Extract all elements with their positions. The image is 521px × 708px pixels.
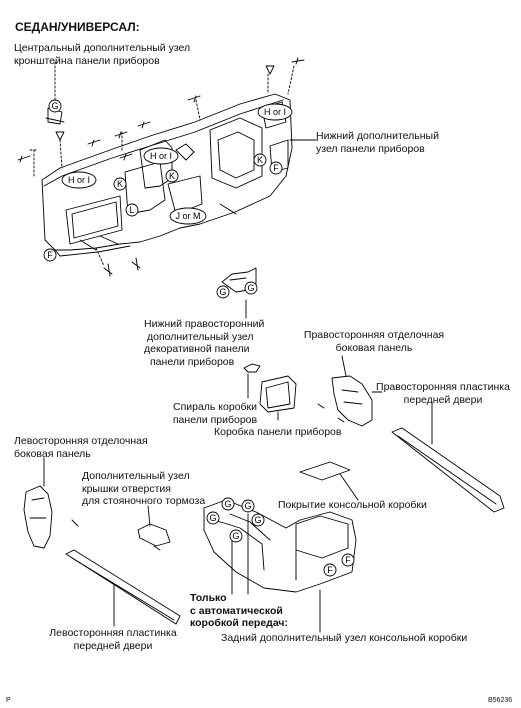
callout-j-or-m: J or M [169,207,207,225]
svg-text:J or M: J or M [175,211,200,221]
label-glovebox: Коробка панели приборов [214,426,342,438]
svg-text:G: G [224,499,231,509]
svg-text:G: G [244,501,251,511]
svg-text:F: F [327,565,333,575]
svg-text:G: G [232,531,239,541]
callout-g-console-4: G [251,513,265,527]
callout-g-decor-1: G [216,285,230,299]
callout-k-3: K [253,153,267,167]
svg-text:G: G [247,283,254,293]
svg-text:G: G [51,101,58,111]
svg-text:H or I: H or I [150,151,172,161]
callout-k-1: K [113,177,127,191]
svg-text:K: K [117,179,123,189]
callout-marks: H or I H or I H or I J or M G K K [43,99,355,577]
callout-h-or-i-left: H or I [61,171,97,189]
callout-f-left: F [43,248,57,262]
label-lh-side-trim: Левосторонняя отделочная боковая панель [14,435,148,460]
callout-k-2: K [165,169,179,183]
callout-f-console-1: F [341,553,355,567]
svg-text:K: K [169,171,175,181]
label-rear-console: Задний дополнительный узел консольной ко… [221,632,468,644]
label-auto-trans-only: Только с автоматической коробкой передач… [190,592,289,629]
dash-fasteners [17,57,305,277]
svg-text:H or I: H or I [68,175,90,185]
callout-l: L [125,203,139,217]
parking-brake-cover-drawing [137,523,171,551]
callout-g-decor-2: G [244,281,258,295]
callout-h-or-i-mid: H or I [143,147,179,165]
callout-f-console-2: F [323,563,337,577]
svg-text:G: G [219,287,226,297]
callout-h-or-i-right: H or I [257,103,293,121]
svg-text:F: F [345,555,351,565]
callout-g-console-5: G [229,529,243,543]
svg-text:L: L [129,205,134,215]
diagram-title: СЕДАН/УНИВЕРСАЛ: [15,20,140,34]
svg-text:F: F [47,250,53,260]
label-rh-door-plate: Правосторонняя пластинка передней двери [376,381,510,406]
figure-code: B56236 [488,697,513,704]
callout-g-console-2: G [241,499,255,513]
label-rh-lower-decor: Нижний правосторонний дополнительный узе… [144,318,265,368]
label-console-cover: Покрытие консольной коробки [278,499,427,511]
glovebox-spiral-drawing [243,363,261,373]
label-lower-panel: Нижний дополнительный узел панели прибор… [316,130,439,155]
svg-text:G: G [254,515,261,525]
svg-text:H or I: H or I [264,107,286,117]
label-lh-door-plate: Левосторонняя пластинка передней двери [49,627,177,652]
callout-f-right: F [269,161,283,175]
page-mark: P [6,697,11,704]
lh-side-trim-drawing [23,485,79,549]
callout-g-top: G [48,99,62,113]
svg-text:F: F [273,163,279,173]
label-brake-cover: Дополнительный узел крышки отверстия для… [82,470,206,507]
svg-text:K: K [257,155,263,165]
lh-door-plate-drawing [65,549,181,625]
console-cover-drawing [299,461,351,481]
label-center-bracket: Центральный дополнительный узел кронштей… [14,42,191,67]
rh-door-plate-drawing [391,427,505,513]
rear-console-drawing [203,499,357,593]
callout-g-console-3: G [206,511,220,525]
glovebox-drawing [259,375,297,413]
label-glovebox-spiral: Спираль коробки панели приборов [172,401,258,426]
svg-text:G: G [209,513,216,523]
callout-g-console-1: G [221,497,235,511]
label-rh-side-trim: Правосторонняя отделочная боковая панель [303,329,445,354]
rh-side-trim-drawing [317,375,373,427]
